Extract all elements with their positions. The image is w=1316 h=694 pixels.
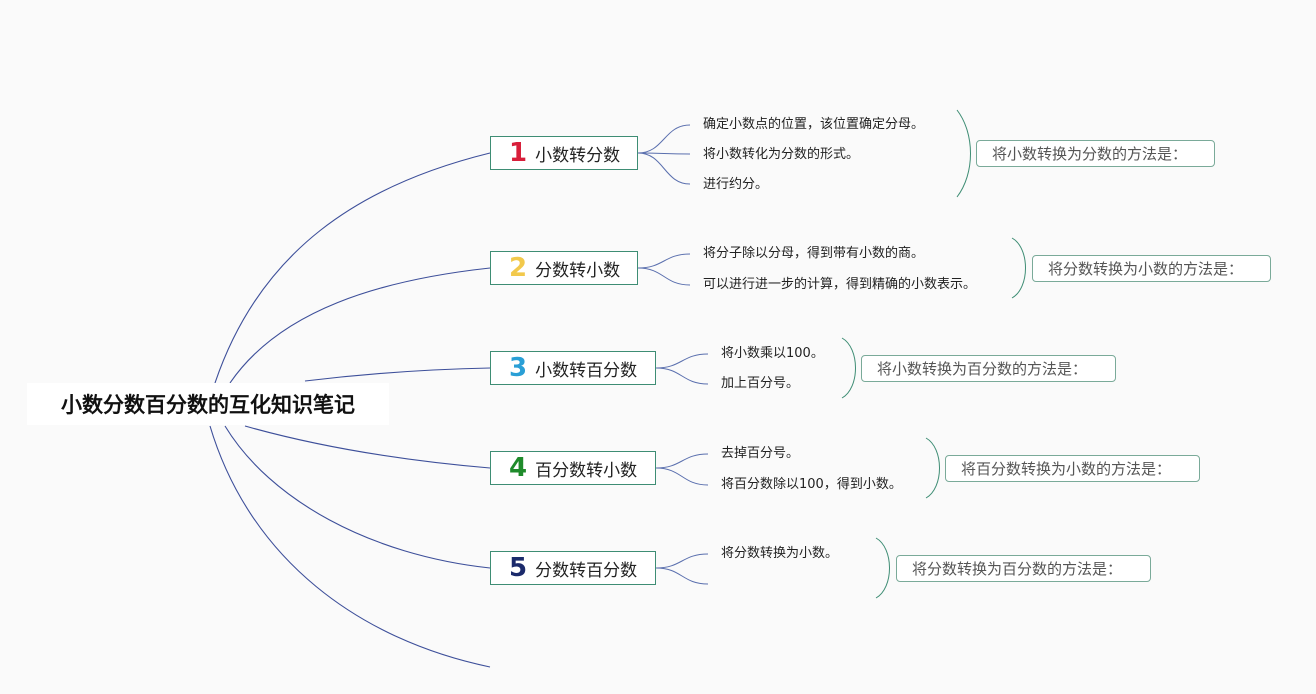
summary-box[interactable]: 将分数转换为小数的方法是：: [1032, 255, 1271, 282]
topic-decimal-to-percent[interactable]: 3 小数转百分数: [490, 351, 656, 385]
summary-box[interactable]: 将小数转换为百分数的方法是：: [861, 355, 1116, 382]
topic-percent-to-decimal[interactable]: 4 百分数转小数: [490, 451, 656, 485]
branch-connector: [655, 353, 709, 369]
list-item: 将分子除以分母，得到带有小数的商。: [703, 246, 925, 261]
branch-connector: [655, 553, 709, 569]
topic-fraction-to-percent[interactable]: 5 分数转百分数: [490, 551, 656, 585]
list-item: 将分数转换为小数。: [721, 546, 839, 561]
summary-text: 将小数转换为百分数的方法是：: [877, 360, 1088, 378]
list-item: 将小数乘以100。: [721, 346, 824, 361]
branch-connector: [637, 267, 691, 286]
summary-text: 将百分数转换为小数的方法是：: [961, 460, 1172, 478]
root-connector: [209, 425, 491, 668]
branch-connector: [637, 253, 691, 269]
topic-number: 3: [509, 353, 528, 383]
root-connector: [304, 367, 491, 382]
root-topic[interactable]: 小数分数百分数的互化知识笔记: [27, 383, 389, 425]
list-item: 可以进行进一步的计算，得到精确的小数表示。: [703, 277, 977, 292]
summary-brace: [841, 337, 856, 399]
summary-brace: [1011, 237, 1026, 299]
topic-decimal-to-fraction[interactable]: 1 小数转分数: [490, 136, 638, 170]
topic-number: 5: [509, 553, 528, 583]
summary-brace: [875, 537, 890, 599]
topic-label: 分数转小数: [535, 260, 621, 281]
branch-connector: [637, 124, 691, 154]
topic-label: 小数转分数: [535, 145, 621, 166]
list-item: 将百分数除以100，得到小数。: [721, 477, 902, 492]
summary-box[interactable]: 将小数转换为分数的方法是：: [976, 140, 1215, 167]
branch-connector: [655, 567, 709, 585]
summary-brace: [925, 437, 940, 499]
root-connector: [244, 425, 491, 469]
list-item: 将小数转化为分数的形式。: [703, 147, 860, 162]
branch-connector: [655, 453, 709, 469]
summary-brace: [956, 109, 971, 198]
topic-label: 百分数转小数: [535, 460, 638, 481]
topic-number: 1: [509, 138, 528, 168]
topic-label: 分数转百分数: [535, 560, 638, 581]
list-item: 加上百分号。: [721, 376, 800, 391]
topic-number: 2: [509, 253, 528, 283]
summary-text: 将小数转换为分数的方法是：: [992, 145, 1188, 163]
summary-box[interactable]: 将百分数转换为小数的方法是：: [945, 455, 1200, 482]
root-title: 小数分数百分数的互化知识笔记: [61, 393, 355, 417]
list-item: 确定小数点的位置，该位置确定分母。: [703, 117, 925, 132]
topic-label: 小数转百分数: [535, 360, 638, 381]
root-connector: [214, 152, 491, 384]
summary-box[interactable]: 将分数转换为百分数的方法是：: [896, 555, 1151, 582]
branch-connector: [637, 152, 691, 185]
branch-connector: [637, 152, 691, 155]
branch-connector: [655, 367, 709, 385]
topic-fraction-to-decimal[interactable]: 2 分数转小数: [490, 251, 638, 285]
root-connector: [229, 267, 491, 384]
summary-text: 将分数转换为百分数的方法是：: [912, 560, 1123, 578]
list-item: 进行约分。: [703, 177, 769, 192]
summary-text: 将分数转换为小数的方法是：: [1048, 260, 1244, 278]
root-connector: [224, 425, 491, 569]
list-item: 去掉百分号。: [721, 446, 800, 461]
branch-connector: [655, 467, 709, 486]
topic-number: 4: [509, 453, 528, 483]
